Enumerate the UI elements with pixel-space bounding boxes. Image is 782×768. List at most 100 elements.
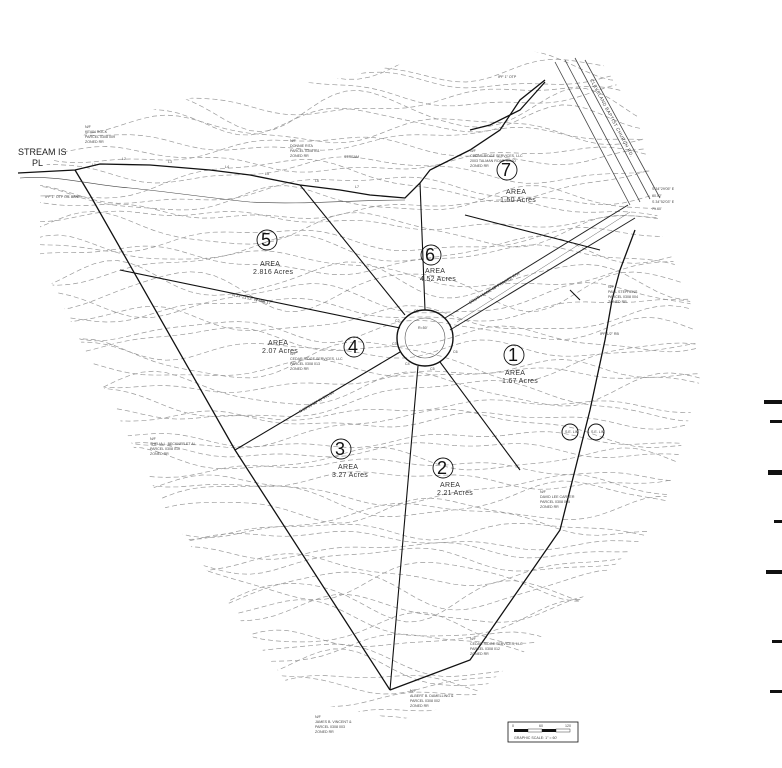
contour-line <box>40 358 700 378</box>
svg-text:N/F: N/F <box>410 689 417 693</box>
svg-text:1.67 Acres: 1.67 Acres <box>502 378 538 385</box>
contour-line <box>40 520 700 541</box>
svg-text:2: 2 <box>437 458 447 478</box>
svg-text:N/F: N/F <box>290 139 297 143</box>
contour-line <box>40 458 700 482</box>
owner-label: N/F CEDAR RIDGE SERVICES, LLC 2003 TALMA… <box>470 149 523 168</box>
contour-line <box>40 629 700 651</box>
svg-text:SHELIA L. BECKNER ET AL: SHELIA L. BECKNER ET AL <box>150 442 196 446</box>
contour-line <box>40 442 700 458</box>
contour-line <box>40 380 700 422</box>
svg-text:S.E. LIM: S.E. LIM <box>591 430 605 434</box>
contour-line <box>40 545 700 575</box>
page-edge-marks <box>764 400 782 693</box>
contour-line <box>40 431 700 450</box>
svg-text:ZONED RR: ZONED RR <box>608 300 627 304</box>
contour-line <box>40 209 700 231</box>
owner-label: N/F SHELIA L. BECKNER ET AL PARCEL 0308 … <box>150 437 196 456</box>
svg-text:PAUL STEPHENS: PAUL STEPHENS <box>608 290 638 294</box>
lot-lines <box>119 182 601 691</box>
svg-text:ZONED RR: ZONED RR <box>290 154 309 158</box>
contour-line <box>40 688 700 712</box>
svg-text:ZONED RR: ZONED RR <box>290 367 309 371</box>
curve-c3: C3 <box>392 342 397 346</box>
contour-line <box>40 59 700 83</box>
contour-line <box>40 501 700 538</box>
svg-text:4.52 Acres: 4.52 Acres <box>420 276 456 283</box>
svg-text:PARCEL 0308 005: PARCEL 0308 005 <box>540 500 570 504</box>
svg-text:ZONED RR: ZONED RR <box>470 164 489 168</box>
contour-line <box>40 703 700 720</box>
contour-line <box>40 648 700 687</box>
owner-label: N/F CEDAR RIDGE SERVICES, LLC PARCEL 030… <box>290 352 343 371</box>
svg-text:JAMES B. VINCENT &: JAMES B. VINCENT & <box>315 720 352 724</box>
svg-text:AREA: AREA <box>440 482 460 489</box>
contour-line <box>40 559 700 602</box>
lot-6: 6 AREA 4.52 Acres <box>420 244 456 283</box>
svg-text:DONNIE RITA: DONNIE RITA <box>290 144 313 148</box>
svg-text:CEDAR RIDGE SERVICES, LLC: CEDAR RIDGE SERVICES, LLC <box>470 154 523 158</box>
svg-text:CEDAR RIDGE SERVICES, LLC: CEDAR RIDGE SERVICES, LLC <box>470 642 523 646</box>
svg-text:AREA: AREA <box>505 370 525 377</box>
svg-text:3.27 Acres: 3.27 Acres <box>332 472 368 479</box>
contour-line <box>40 146 700 173</box>
lot-2: 2 AREA 2.21 Acres <box>432 457 473 497</box>
svg-text:ZONED RR: ZONED RR <box>540 505 559 509</box>
contour-line <box>40 50 700 66</box>
contour-line <box>40 540 700 560</box>
iron-pin-top: IPF 1" OTP <box>498 75 517 79</box>
curve-c6: C6 <box>453 350 458 354</box>
svg-text:1.50 Acres: 1.50 Acres <box>500 197 536 204</box>
svg-text:N/F: N/F <box>470 149 477 153</box>
contour-line <box>40 199 700 222</box>
svg-text:N/F: N/F <box>540 490 547 494</box>
lot-1: 1 AREA 1.67 Acres <box>502 344 538 385</box>
svg-text:120: 120 <box>565 724 571 728</box>
svg-text:5: 5 <box>261 230 271 250</box>
svg-text:PARCEL 0308 002: PARCEL 0308 002 <box>410 699 440 703</box>
contour-line <box>40 675 700 709</box>
svg-text:ZONED RR: ZONED RR <box>85 140 104 144</box>
svg-text:PARCEL 0308 011: PARCEL 0308 011 <box>290 149 320 153</box>
svg-text:1: 1 <box>508 345 518 365</box>
stream-label-line2: PL <box>32 158 43 168</box>
svg-text:AREA: AREA <box>260 261 280 268</box>
highway-right-of-way <box>554 57 661 206</box>
svg-text:3: 3 <box>335 439 345 459</box>
contour-line <box>40 399 700 421</box>
stream-label-line1: STREAM IS <box>18 147 67 157</box>
svg-text:60: 60 <box>539 724 543 728</box>
svg-text:N/F: N/F <box>470 637 477 641</box>
owner-label: N/F DONNIE RITA PARCEL 0308 011 ZONED RR <box>290 139 320 158</box>
contour-line <box>40 593 700 624</box>
dist-right-2: 71.60' <box>652 207 662 211</box>
svg-text:AREA: AREA <box>268 340 288 347</box>
line-l6: L6 <box>315 179 319 183</box>
contour-line <box>40 158 700 203</box>
contour-line <box>40 260 700 300</box>
contour-line <box>40 325 700 355</box>
svg-text:KEVIN ROCK: KEVIN ROCK <box>85 130 108 134</box>
contour-line <box>40 316 700 343</box>
svg-text:AREA: AREA <box>425 268 445 275</box>
dist-right-1: 60.02' <box>652 194 662 198</box>
svg-text:N/F: N/F <box>608 285 615 289</box>
svg-text:CEDAR RIDGE SERVICES, LLC: CEDAR RIDGE SERVICES, LLC <box>290 357 343 361</box>
contour-line <box>40 640 700 680</box>
svg-text:ZONED RR: ZONED RR <box>150 452 169 456</box>
owner-label: N/F JAMES B. VINCENT & PARCEL 0308 003 Z… <box>315 715 352 734</box>
svg-text:PARCEL 0308 013: PARCEL 0308 013 <box>290 362 320 366</box>
contour-line <box>40 298 700 323</box>
contour-line <box>40 367 700 393</box>
bearing-right-1: S 34°29'05" E <box>652 187 675 191</box>
stream-tag: STREAM <box>344 155 359 159</box>
contour-line <box>40 599 700 642</box>
owner-label: N/F DAVID LEE CARVER PARCEL 0308 005 ZON… <box>540 490 575 509</box>
contour-line <box>40 446 700 472</box>
contour-line <box>40 474 700 506</box>
svg-text:ZONED RR: ZONED RR <box>470 652 489 656</box>
property-boundary <box>17 79 636 691</box>
contour-line <box>40 250 700 288</box>
contour-line <box>40 577 700 623</box>
